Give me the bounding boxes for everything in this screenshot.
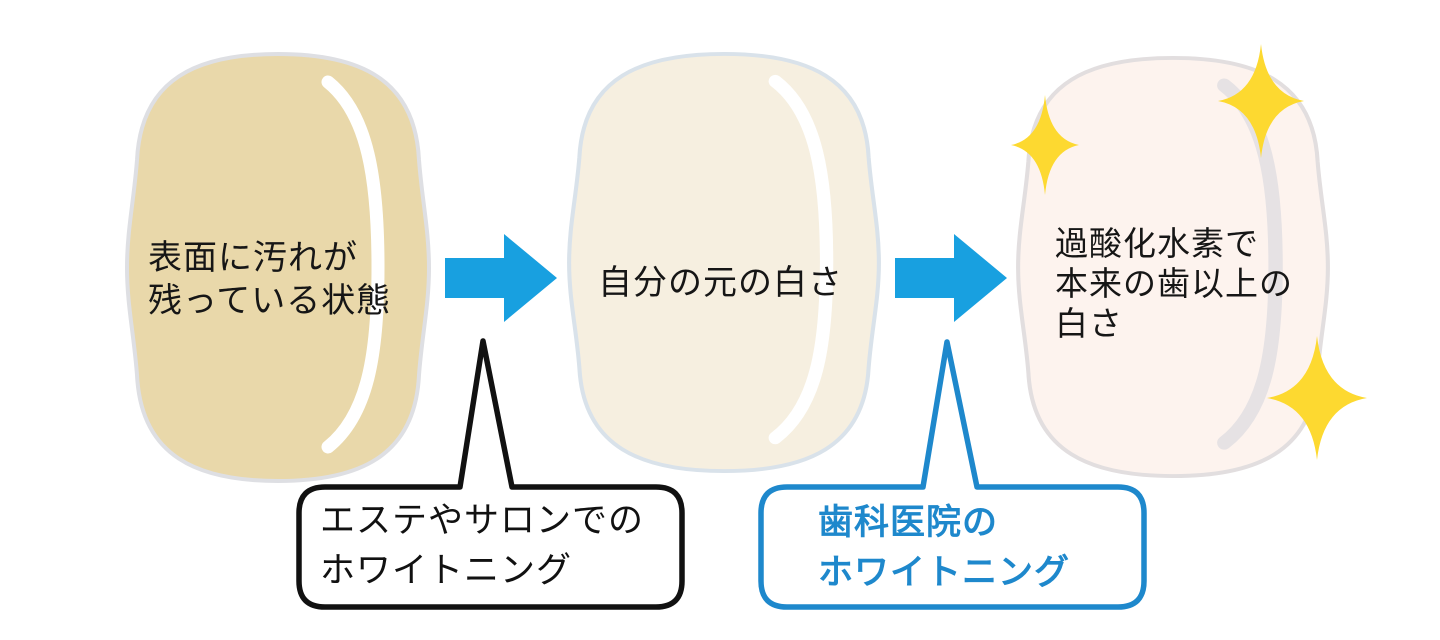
tooth-stage-2-label-line1: 自分の元の白さ [598,264,843,302]
salon-whitening-callout-text: エステやサロンでの ホワイトニング [320,496,644,596]
dental-whitening-callout [758,339,1147,610]
tooth-stage-1-label-line1: 表面に汚れが [148,239,358,277]
dental-callout-line2: ホワイトニング [818,553,1071,592]
tooth-stage-3-label-line2: 本来の歯以上の [1055,265,1293,302]
right-arrow-icon [895,234,1007,322]
tooth-stage-1-label: 表面に汚れが 残っている状態 [148,237,391,323]
four-point-sparkle-icon [1011,95,1079,195]
salon-callout-line2: ホワイトニング [320,551,573,590]
tooth-stage-1-label-line2: 残っている状態 [148,282,392,320]
dental-callout-line1: 歯科医院の [818,503,999,542]
tooth-stage-3-label-line1: 過酸化水素で [1055,225,1259,262]
tooth-stage-2-label: 自分の元の白さ [598,262,843,305]
four-point-sparkle-icon [1218,44,1304,158]
right-arrow-icon [445,234,557,322]
salon-whitening-callout [296,338,685,610]
tooth-stage-3-label-line3: 白さ [1055,305,1123,342]
salon-callout-line1: エステやサロンでの [320,501,645,540]
four-point-sparkle-icon [1267,336,1367,460]
tooth-stage-3-label: 過酸化水素で 本来の歯以上の 白さ [1055,224,1293,344]
dental-whitening-callout-text: 歯科医院の ホワイトニング [818,498,1070,598]
